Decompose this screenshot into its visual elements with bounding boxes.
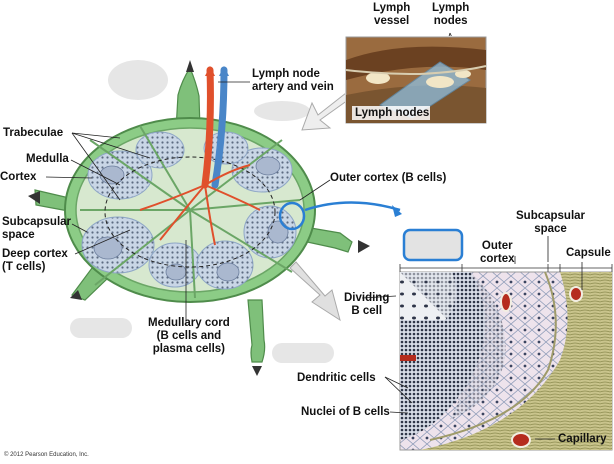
vein-arrow	[219, 66, 229, 76]
label-dendritic-cells: Dendritic cells	[297, 372, 376, 384]
label-medulla: Medulla	[26, 153, 69, 165]
label-medullary-cord: Medullary cord (B cells and plasma cells…	[148, 317, 230, 355]
artery-branches	[139, 164, 261, 246]
blank-label-blob	[272, 343, 334, 363]
callout-line	[304, 201, 401, 212]
blank-label-blob	[70, 318, 132, 338]
flow-arrow	[252, 366, 262, 376]
label-capillary: Capillary	[558, 433, 607, 445]
label-cortex: Cortex	[0, 171, 37, 183]
trabeculae	[80, 125, 301, 299]
zoom-pointer-arrow	[289, 261, 341, 322]
vein	[211, 66, 228, 189]
label-dividing-b-cell: Dividing B cell	[344, 292, 390, 317]
flow-arrow	[28, 191, 40, 204]
label-lymph-nodes-photo: Lymph nodes	[355, 107, 430, 119]
flow-arrow	[186, 60, 194, 72]
flow-arrow	[358, 240, 370, 253]
label-subcapsular-space-left: Subcapsular space	[2, 216, 72, 241]
micrograph-bracket	[399, 264, 613, 272]
deep-cortex-boundary	[104, 156, 276, 268]
label-lymph-vessel: Lymph vessel	[373, 2, 411, 27]
label-trabeculae: Trabeculae	[3, 127, 64, 139]
label-artery-and-vein: Lymph node artery and vein	[252, 68, 334, 93]
micrograph-panel	[399, 271, 613, 451]
callout-box	[402, 228, 464, 262]
label-subcapsular-space-right: Subcapsular space	[516, 210, 586, 235]
label-deep-cortex: Deep cortex (T cells)	[2, 248, 68, 273]
label-outer-cortex: Outer cortex	[480, 240, 515, 265]
label-capsule: Capsule	[566, 247, 611, 259]
artery-arrow	[205, 66, 215, 76]
callout-circle	[278, 201, 306, 231]
flow-arrow	[70, 290, 82, 300]
copyright-notice: © 2012 Pearson Education, Inc.	[4, 452, 89, 458]
blank-label-blob	[108, 60, 168, 100]
label-lymph-nodes-top: Lymph nodes	[432, 2, 470, 27]
label-outer-cortex-b-cells: Outer cortex (B cells)	[330, 172, 447, 184]
artery	[201, 66, 214, 189]
blank-label-blob	[254, 101, 310, 121]
label-nuclei-b-cells: Nuclei of B cells	[301, 406, 390, 418]
